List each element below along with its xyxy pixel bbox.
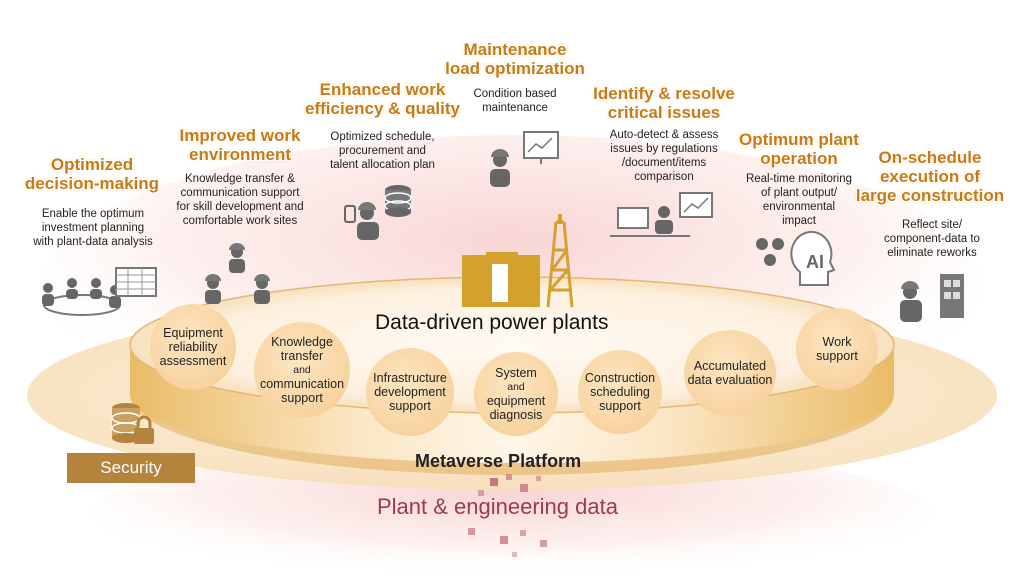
engineer-monitor-icon — [490, 131, 559, 187]
ai-label: AI — [806, 252, 824, 272]
desk-analysis-icon — [610, 192, 713, 237]
platform-title: Data-driven power plants — [375, 311, 609, 334]
power-plant-icon — [462, 214, 574, 308]
disk-side — [130, 345, 894, 463]
ai-head-icon — [756, 230, 836, 286]
worker-tablet-icon — [344, 202, 379, 240]
plant-engineering-data-label: Plant & engineering data — [377, 494, 618, 519]
technician-panel-icon — [900, 274, 964, 322]
metaverse-platform-label: Metaverse Platform — [415, 451, 582, 471]
spreadsheet-icon — [115, 267, 157, 297]
database-icon — [384, 185, 412, 217]
workers-icon — [205, 243, 270, 304]
security-database-icon — [111, 403, 154, 444]
desc-environment: Knowledge transfer &communication suppor… — [176, 173, 304, 227]
security-label: Security — [67, 453, 195, 483]
data-pixels — [468, 474, 547, 557]
disk-rim — [130, 395, 894, 475]
